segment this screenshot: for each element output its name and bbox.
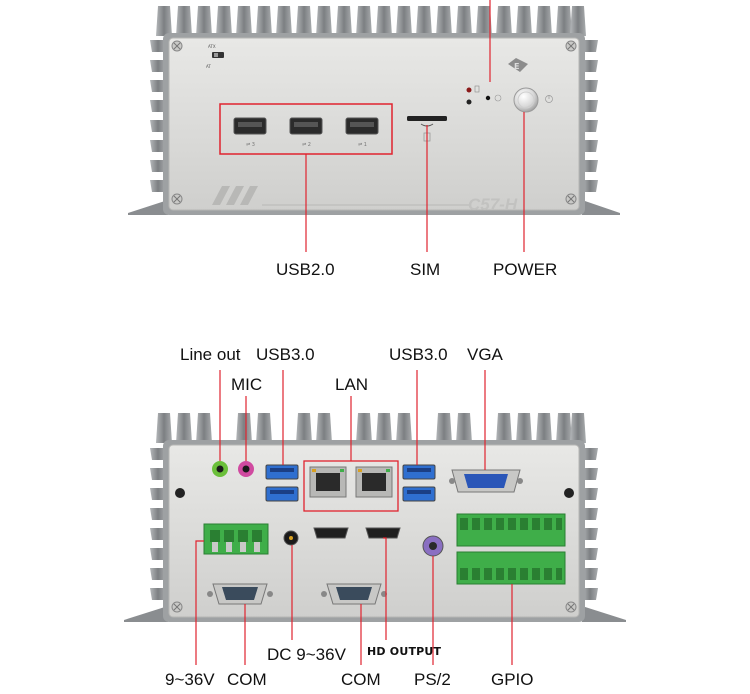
- label-com-1: COM: [227, 670, 267, 689]
- gpio-terminals: [456, 513, 566, 585]
- front-chassis: [128, 6, 620, 215]
- label-dc-input: DC 9~36V: [267, 645, 346, 664]
- brand-logo: E: [508, 58, 528, 72]
- status-leds: [466, 85, 502, 105]
- usb3-left-ports: [265, 464, 299, 502]
- switch-label-bottom: AT: [206, 64, 211, 69]
- label-mic: MIC: [231, 375, 263, 394]
- vga-port: [449, 469, 523, 493]
- svg-text:E: E: [514, 62, 519, 71]
- power-button: [513, 87, 553, 113]
- label-lan: LAN: [335, 375, 369, 394]
- label-line-out: Line out: [180, 345, 241, 364]
- usb2-ports: ⇌ 3 ⇌ 2 ⇌ 1: [233, 117, 379, 148]
- label-usb2: USB2.0: [276, 260, 335, 279]
- switch-label-top: ATX: [208, 44, 216, 49]
- sim-slot: [407, 116, 447, 142]
- ps2-port: [422, 535, 444, 557]
- usb3-right-ports: [402, 464, 436, 502]
- label-com-2: COM: [341, 670, 381, 689]
- svg-text:⇌ 1: ⇌ 1: [358, 142, 367, 148]
- label-sim: SIM: [410, 260, 441, 279]
- hdmi-ports: [313, 527, 401, 539]
- com-ports: [207, 583, 387, 605]
- label-usb3-right: USB3.0: [389, 345, 448, 364]
- label-hd-output: HD OUTPUT: [367, 645, 442, 658]
- dc-jack: [283, 530, 299, 546]
- label-vga: VGA: [467, 345, 503, 364]
- mode-switch: ATX AT: [206, 44, 224, 69]
- rear-callout-lines: [195, 370, 513, 665]
- label-gpio: GPIO: [491, 670, 534, 689]
- front-callout-lines: [305, 0, 525, 252]
- label-power-input: 9~36V: [165, 670, 215, 689]
- svg-text:⇌ 2: ⇌ 2: [302, 142, 311, 148]
- power-terminal-block: [203, 523, 269, 555]
- audio-jacks: [212, 461, 254, 477]
- model-name: C57-H: [468, 195, 518, 214]
- screw-icon: [171, 40, 577, 205]
- svg-text:⇌ 3: ⇌ 3: [246, 142, 255, 148]
- label-power: POWER: [493, 260, 558, 279]
- lan-ports: [309, 466, 393, 498]
- label-ps2: PS/2: [414, 670, 451, 689]
- label-usb3-left: USB3.0: [256, 345, 315, 364]
